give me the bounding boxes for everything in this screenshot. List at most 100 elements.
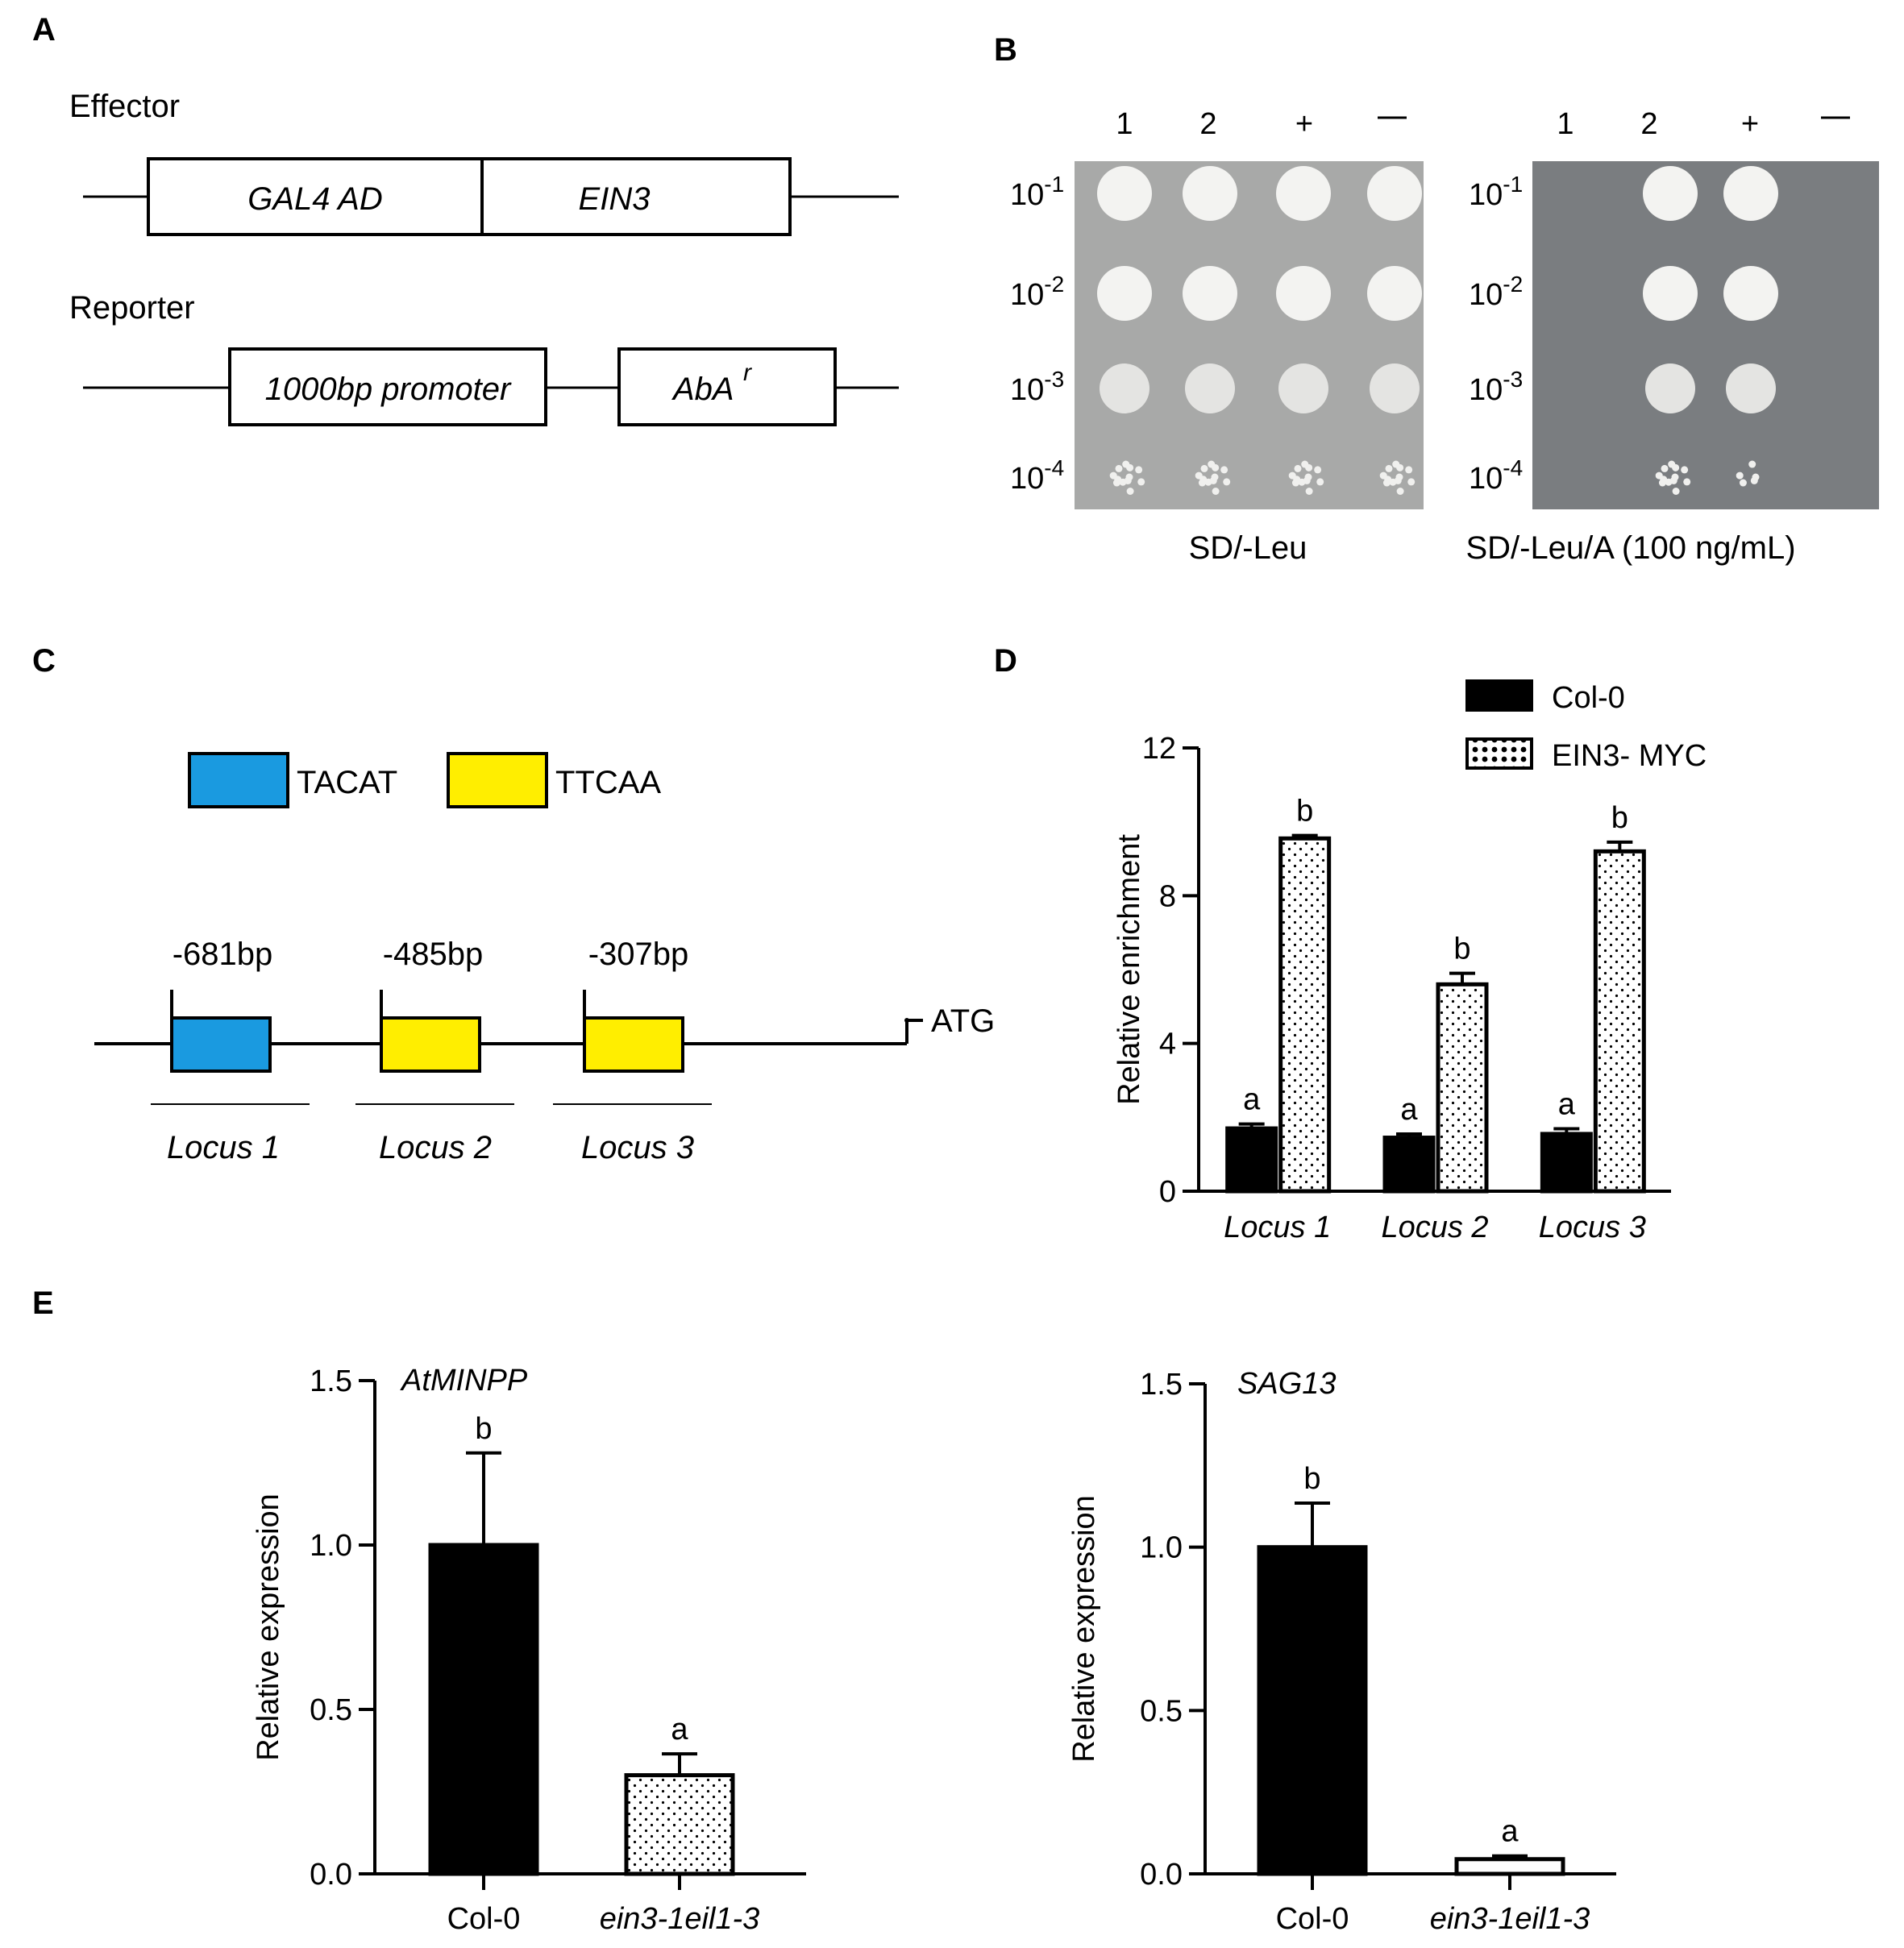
plate-right: 1 2 +10-1 10-2 10-3 10-4 bbox=[1469, 107, 1879, 509]
y-axis-label: Relative expression bbox=[252, 1493, 285, 1761]
legend-swatch bbox=[1465, 737, 1533, 770]
yeast-colony bbox=[1385, 464, 1393, 472]
yeast-colony bbox=[1748, 460, 1756, 468]
significance-letter: b bbox=[1296, 795, 1313, 829]
column-header: 2 bbox=[1199, 107, 1216, 141]
yeast-colony bbox=[1736, 471, 1744, 480]
legend-label-ttcaa: TTCAA bbox=[555, 765, 661, 800]
y-tick-label: 0.5 bbox=[310, 1693, 352, 1727]
locus-label-1: Locus 1 bbox=[167, 1130, 280, 1165]
y-tick-label: 0.0 bbox=[1140, 1858, 1183, 1892]
legend-swatch-ttcaa bbox=[447, 752, 548, 808]
yeast-spot bbox=[1367, 166, 1422, 221]
yeast-colony bbox=[1135, 466, 1143, 474]
yeast-colony bbox=[1305, 463, 1313, 471]
yeast-colony bbox=[1137, 478, 1145, 486]
dilution-label: 10-2 bbox=[1469, 272, 1523, 312]
reporter-construct: 1000bp promoter AbA r bbox=[83, 347, 899, 426]
atg-label: ATG bbox=[931, 1003, 995, 1039]
yeast-spot bbox=[1726, 363, 1776, 413]
chart-title: SAG13 bbox=[1237, 1367, 1337, 1401]
yeast-colony bbox=[1114, 476, 1122, 484]
yeast-spot bbox=[1645, 363, 1695, 413]
yeast-colony bbox=[1681, 466, 1689, 474]
column-header: + bbox=[1741, 107, 1759, 141]
site-box-3 bbox=[583, 1016, 684, 1073]
legend-label: EIN3- MYC bbox=[1552, 739, 1707, 773]
plate-left-caption: SD/-Leu bbox=[1189, 530, 1307, 566]
dilution-label: 10-1 bbox=[1469, 172, 1523, 212]
yeast-spot bbox=[1183, 166, 1237, 221]
promoter-label: 1000bp promoter bbox=[265, 372, 512, 407]
legend-swatch bbox=[1465, 679, 1533, 712]
significance-letter: b bbox=[475, 1412, 492, 1446]
x-tick-label: Col-0 bbox=[1276, 1902, 1349, 1936]
yeast-spot bbox=[1723, 166, 1778, 221]
panel-label-a: A bbox=[32, 12, 56, 48]
significance-letter: a bbox=[1400, 1093, 1418, 1127]
x-tick-label: Locus 1 bbox=[1224, 1211, 1331, 1244]
y-tick-label: 4 bbox=[1159, 1028, 1176, 1061]
promoter-map: ATG -681bp -485bp -307bp Locus 1 Locus 2… bbox=[94, 937, 995, 1165]
x-tick-label: ein3-1eil1-3 bbox=[600, 1902, 760, 1936]
significance-letter: a bbox=[1501, 1815, 1519, 1849]
yeast-spot bbox=[1097, 166, 1152, 221]
dilution-label: 10-3 bbox=[1469, 367, 1523, 407]
motif-legend: TACAT TTCAA bbox=[188, 752, 661, 808]
yeast-spot bbox=[1643, 266, 1698, 321]
yeast-spot bbox=[1276, 166, 1331, 221]
column-header: 1 bbox=[1116, 107, 1133, 141]
y-tick-label: 1.0 bbox=[310, 1529, 352, 1563]
column-header: + bbox=[1295, 107, 1313, 141]
x-tick-label: ein3-1eil1-3 bbox=[1430, 1902, 1590, 1936]
yeast-spot bbox=[1643, 166, 1698, 221]
x-tick-label: Locus 3 bbox=[1539, 1211, 1646, 1244]
bar bbox=[1257, 1545, 1368, 1876]
panel-c: C TACAT TTCAA ATG -681bp -485bp -307bp L… bbox=[32, 643, 995, 1165]
yeast-colony bbox=[1396, 487, 1404, 495]
yeast-colony bbox=[1126, 463, 1134, 471]
bar bbox=[1225, 1126, 1278, 1194]
yeast-spot bbox=[1100, 363, 1149, 413]
yeast-colony bbox=[1661, 464, 1669, 472]
bar bbox=[1436, 982, 1489, 1194]
panel-label-d: D bbox=[994, 643, 1017, 679]
yeast-spot bbox=[1185, 363, 1235, 413]
yeast-colony bbox=[1660, 476, 1668, 484]
panel-a: A Effector GAL4 AD EIN3 Reporter 1000bp … bbox=[32, 12, 899, 426]
significance-letter: a bbox=[671, 1713, 688, 1747]
yeast-colony bbox=[1199, 476, 1208, 484]
dilution-label: 10-2 bbox=[1010, 272, 1064, 312]
dilution-label: 10-4 bbox=[1010, 455, 1064, 496]
yeast-colony bbox=[1293, 476, 1301, 484]
site-box-2 bbox=[380, 1016, 481, 1073]
column-header: 2 bbox=[1640, 107, 1657, 141]
yeast-colony bbox=[1750, 476, 1758, 484]
plate-background bbox=[1532, 161, 1879, 509]
ein3-label: EIN3 bbox=[579, 181, 651, 217]
bar bbox=[1540, 1132, 1593, 1194]
yeast-spot bbox=[1097, 266, 1152, 321]
y-tick-label: 1.5 bbox=[1140, 1368, 1183, 1402]
yeast-spot bbox=[1367, 266, 1422, 321]
column-header: 1 bbox=[1557, 107, 1574, 141]
yeast-spot bbox=[1278, 363, 1328, 413]
yeast-colony bbox=[1316, 478, 1324, 486]
yeast-colony bbox=[1200, 464, 1208, 472]
tss-arrow bbox=[905, 1019, 923, 1044]
y-tick-label: 1.0 bbox=[1140, 1531, 1183, 1565]
bar bbox=[1593, 849, 1646, 1194]
bar bbox=[428, 1543, 539, 1876]
chart-title: AtMINPP bbox=[400, 1364, 528, 1398]
bar bbox=[1382, 1136, 1436, 1194]
yeast-colony bbox=[1407, 478, 1416, 486]
legend-label: Col-0 bbox=[1552, 681, 1625, 715]
yeast-colony bbox=[1683, 478, 1691, 486]
dilution-label: 10-4 bbox=[1469, 455, 1523, 496]
